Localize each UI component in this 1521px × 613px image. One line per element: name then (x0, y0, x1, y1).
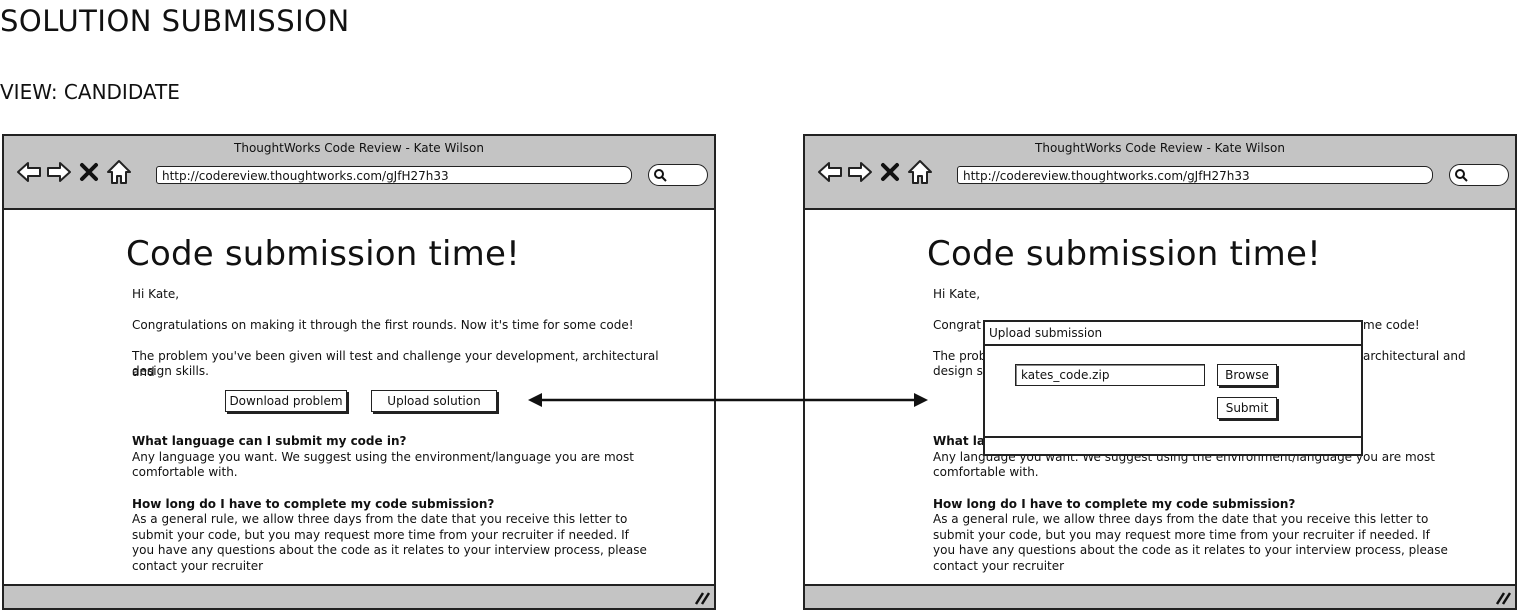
browser-window-right: ThoughtWorks Code Review - Kate Wilson h… (803, 134, 1517, 610)
close-x-icon[interactable] (76, 159, 102, 185)
download-problem-button[interactable]: Download problem (225, 390, 347, 412)
view-label: VIEW: CANDIDATE (0, 80, 180, 104)
transition-arrow-icon (528, 393, 928, 407)
content-title: Code submission time! (927, 234, 1321, 274)
faq1-answer-line2: comfortable with. (933, 465, 1039, 479)
faq2-answer-line2: submit your code, but you may request mo… (132, 528, 629, 542)
search-icon (654, 169, 667, 182)
browser-window-left: ThoughtWorks Code Review - Kate Wilson h… (2, 134, 716, 610)
faq1-question: What language can I submit my code in? (132, 434, 407, 448)
upload-solution-button[interactable]: Upload solution (371, 390, 497, 412)
faq2-answer-line2: submit your code, but you may request mo… (933, 528, 1430, 542)
faq2-answer-line1: As a general rule, we allow three days f… (132, 512, 628, 526)
browser-chrome: ThoughtWorks Code Review - Kate Wilson h… (4, 136, 714, 210)
file-path-input[interactable]: kates_code.zip (1015, 364, 1205, 386)
window-title: ThoughtWorks Code Review - Kate Wilson (1035, 141, 1285, 155)
faq2-question: How long do I have to complete my code s… (132, 497, 495, 511)
content-title: Code submission time! (126, 234, 520, 274)
search-field[interactable] (1449, 164, 1509, 186)
status-bar (805, 584, 1515, 608)
dialog-title: Upload submission (985, 322, 1361, 346)
problem-text-line2: design skills. (132, 364, 209, 378)
intro-text-partial-left: Congrat (933, 318, 981, 332)
close-x-icon[interactable] (877, 159, 903, 185)
faq2-answer-line4: contact your recruiter (933, 559, 1065, 573)
resize-grip-icon[interactable] (1495, 591, 1511, 605)
faq2-answer-line4: contact your recruiter (132, 559, 264, 573)
url-bar[interactable]: http://codereview.thoughtworks.com/gJfH2… (156, 166, 632, 184)
home-icon[interactable] (106, 159, 132, 185)
page-heading: SOLUTION SUBMISSION (0, 4, 350, 38)
page-content: Code submission time! Hi Kate, Congrat m… (805, 210, 1515, 584)
status-bar (4, 584, 714, 608)
faq1-answer-line1: Any language you want. We suggest using … (132, 450, 634, 464)
upload-submission-dialog: Upload submission kates_code.zip Browse … (983, 320, 1363, 456)
window-title: ThoughtWorks Code Review - Kate Wilson (234, 141, 484, 155)
problem-text-partial-left: The prob (933, 349, 987, 363)
browser-chrome: ThoughtWorks Code Review - Kate Wilson h… (805, 136, 1515, 210)
dialog-footer (985, 436, 1361, 454)
back-arrow-icon[interactable] (16, 159, 42, 185)
faq2-question: How long do I have to complete my code s… (933, 497, 1296, 511)
browse-button[interactable]: Browse (1217, 364, 1277, 386)
problem-text-line1: The problem you've been given will test … (132, 349, 659, 379)
forward-arrow-icon[interactable] (46, 159, 72, 185)
greeting-text: Hi Kate, (933, 287, 981, 301)
nav-controls (817, 158, 933, 186)
forward-arrow-icon[interactable] (847, 159, 873, 185)
intro-text: Congratulations on making it through the… (132, 318, 634, 332)
search-field[interactable] (648, 164, 708, 186)
faq2-answer-line3: you have any questions about the code as… (933, 543, 1448, 557)
problem-text-line2-partial: design s (933, 364, 983, 378)
problem-text-partial-right: architectural and (1363, 349, 1466, 363)
faq1-question-partial: What la (933, 434, 986, 448)
resize-grip-icon[interactable] (694, 591, 710, 605)
search-icon (1455, 169, 1468, 182)
back-arrow-icon[interactable] (817, 159, 843, 185)
faq1-answer-line2: comfortable with. (132, 465, 238, 479)
faq2-answer-line3: you have any questions about the code as… (132, 543, 647, 557)
submit-button[interactable]: Submit (1217, 397, 1277, 419)
page-content: Code submission time! Hi Kate, Congratul… (4, 210, 714, 584)
home-icon[interactable] (907, 159, 933, 185)
greeting-text: Hi Kate, (132, 287, 180, 301)
url-bar[interactable]: http://codereview.thoughtworks.com/gJfH2… (957, 166, 1433, 184)
faq2-answer-line1: As a general rule, we allow three days f… (933, 512, 1429, 526)
intro-text-partial-right: me code! (1363, 318, 1420, 332)
nav-controls (16, 158, 132, 186)
